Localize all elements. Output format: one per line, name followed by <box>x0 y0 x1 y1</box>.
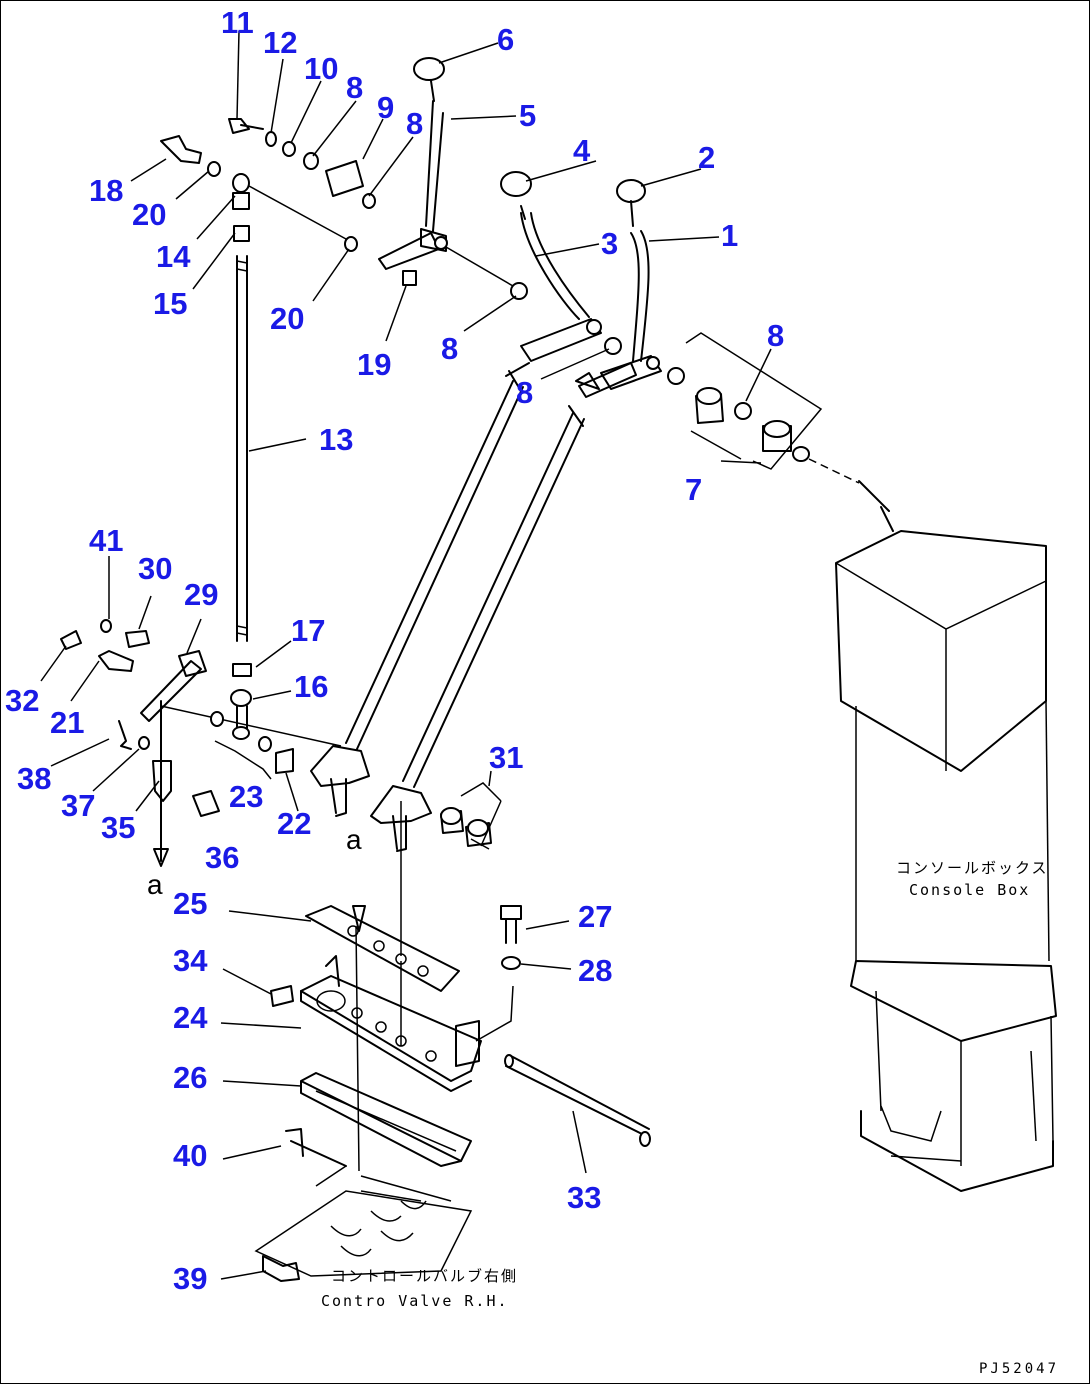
callout-26: 26 <box>173 1060 207 1095</box>
callout-36: 36 <box>205 840 239 875</box>
callout-18: 18 <box>89 173 123 208</box>
callout-20-a: 20 <box>132 197 166 232</box>
callout-38: 38 <box>17 761 51 796</box>
callout-8-e: 8 <box>767 318 784 353</box>
callout-1: 1 <box>721 218 738 253</box>
control-valve: コントロールバルブ右側 Contro Valve R.H. <box>254 1128 518 1310</box>
callout-40: 40 <box>173 1138 207 1173</box>
callout-25: 25 <box>173 886 207 921</box>
lever-1 <box>600 179 662 390</box>
callout-15: 15 <box>153 286 187 321</box>
callout-16: 16 <box>294 669 328 704</box>
callout-10: 10 <box>304 51 338 86</box>
callout-3: 3 <box>601 226 618 261</box>
callout-21: 21 <box>50 705 84 740</box>
callout-9: 9 <box>377 90 394 125</box>
control-valve-label-jp: コントロールバルブ右側 <box>331 1267 518 1285</box>
ref-mark-a-left: a <box>147 869 163 900</box>
callout-19: 19 <box>357 347 391 382</box>
bellcrank-assembly <box>60 619 342 867</box>
callout-2: 2 <box>698 140 715 175</box>
linkage-rods <box>345 362 637 788</box>
lever-5 <box>378 57 448 270</box>
small-parts-top <box>160 118 622 355</box>
callout-13: 13 <box>319 422 353 457</box>
callout-8-c: 8 <box>441 331 458 366</box>
callout-28: 28 <box>578 953 612 988</box>
callout-31: 31 <box>489 740 523 775</box>
callout-41: 41 <box>89 523 123 558</box>
callout-33: 33 <box>567 1180 601 1215</box>
callout-8-d: 8 <box>516 375 533 410</box>
callout-23: 23 <box>229 779 263 814</box>
callout-34: 34 <box>173 943 208 978</box>
callout-24: 24 <box>173 1000 208 1035</box>
callout-27: 27 <box>578 899 612 934</box>
console-box-label-jp: コンソールボックス <box>896 859 1049 877</box>
shaft-33 <box>504 1054 651 1147</box>
bushing-group-7 <box>667 332 860 484</box>
console-box-label-en: Console Box <box>909 881 1030 899</box>
console-box: コンソールボックス Console Box <box>835 480 1057 1192</box>
callout-4: 4 <box>573 133 591 168</box>
rod-13 <box>236 255 248 642</box>
control-valve-label-en: Contro Valve R.H. <box>321 1292 509 1310</box>
callout-32: 32 <box>5 683 39 718</box>
clevis-joints <box>310 745 502 852</box>
leader-lines <box>40 30 772 1280</box>
callout-39: 39 <box>173 1261 207 1296</box>
plates <box>270 801 522 1172</box>
callout-37: 37 <box>61 788 95 823</box>
lever-3 <box>500 171 602 362</box>
callout-8-b: 8 <box>406 106 423 141</box>
callout-7: 7 <box>685 472 702 507</box>
ref-mark-a-center: a <box>346 824 362 855</box>
callout-29: 29 <box>184 577 218 612</box>
callout-11: 11 <box>221 5 254 40</box>
drawing-code: PJ52047 <box>979 1361 1059 1377</box>
callout-30: 30 <box>138 551 172 586</box>
callout-20-b: 20 <box>270 301 304 336</box>
callout-14: 14 <box>156 239 191 274</box>
callout-8-a: 8 <box>346 70 363 105</box>
callout-17: 17 <box>291 613 325 648</box>
callout-numbers: 1 2 3 4 5 6 7 8 8 8 8 8 9 10 11 12 13 14… <box>5 5 784 1296</box>
callout-12: 12 <box>263 25 297 60</box>
callout-22: 22 <box>277 806 311 841</box>
callout-6: 6 <box>497 22 514 57</box>
callout-5: 5 <box>519 98 536 133</box>
callout-35: 35 <box>101 810 135 845</box>
